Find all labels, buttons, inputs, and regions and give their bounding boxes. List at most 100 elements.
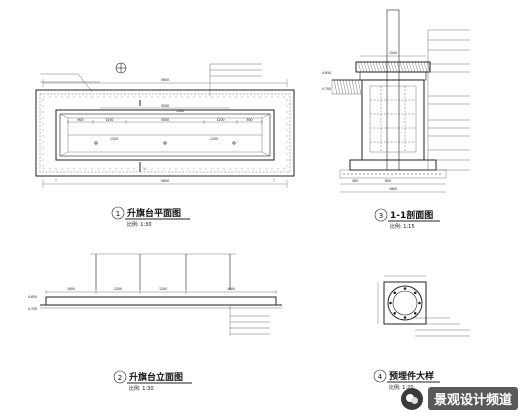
border-dot: [175, 96, 177, 98]
gravel-dot: [407, 173, 409, 175]
hatch-line: [339, 79, 344, 95]
hatch-line: [336, 79, 341, 95]
border-dot: [145, 96, 147, 98]
gravel-dot: [387, 173, 389, 175]
bolt-dot: [403, 287, 407, 290]
hatch-line: [414, 61, 419, 73]
flagpole-hole: [232, 141, 236, 145]
view-title: 升旗台立面图: [129, 371, 183, 383]
view-title: 升旗台平面图: [127, 207, 181, 219]
border-dot: [283, 96, 285, 98]
border-dot: [121, 168, 123, 170]
hatch-line: [423, 61, 428, 73]
dim-label: 900: [77, 118, 83, 122]
gravel-dot: [371, 173, 373, 175]
gravel-dot: [351, 173, 353, 175]
gravel-dot: [439, 173, 441, 175]
border-dot: [193, 96, 195, 98]
border-dot: [211, 96, 213, 98]
view-number: 3: [379, 212, 383, 220]
plan-bottom-dim: 5600: [161, 179, 169, 183]
border-dot: [181, 96, 183, 98]
border-dot: [163, 168, 165, 170]
gravel-dot: [411, 173, 413, 175]
hatch-line: [372, 61, 377, 73]
border-dot: [205, 96, 207, 98]
border-dot: [217, 96, 219, 98]
wechat-logo-icon: [400, 387, 423, 410]
view-number-circle: [373, 369, 387, 383]
hatch-line: [354, 79, 359, 95]
border-dot: [61, 168, 63, 170]
dim-label: 1600: [67, 287, 75, 291]
border-dot: [79, 96, 81, 98]
plan-note: 1200: [210, 137, 218, 141]
gravel-dot: [343, 173, 345, 175]
border-dot: [229, 168, 231, 170]
gravel-dot: [363, 173, 365, 175]
border-dot: [67, 96, 69, 98]
hatch-line: [366, 61, 371, 73]
section-mark: 1: [143, 167, 145, 171]
border-dot: [61, 96, 63, 98]
view-number: 4: [378, 373, 383, 381]
gravel-dot: [423, 173, 425, 175]
border-dot: [79, 168, 81, 170]
border-dot: [121, 96, 123, 98]
border-dot: [163, 96, 165, 98]
gravel-dot: [347, 173, 349, 175]
hatch-line: [345, 79, 350, 95]
border-dot: [211, 168, 213, 170]
bolt-dot: [389, 301, 392, 305]
border-dot: [91, 96, 93, 98]
elevation-label: 0.700: [28, 307, 37, 311]
border-dot: [145, 168, 147, 170]
bolt-dot: [418, 301, 421, 305]
border-dot: [199, 96, 201, 98]
elevation-label: 4.650: [322, 71, 331, 75]
section-dim: 1600: [389, 187, 397, 191]
border-dot: [97, 168, 99, 170]
border-dot: [247, 96, 249, 98]
view-number: 1: [116, 210, 120, 218]
gravel-dot: [415, 173, 417, 175]
border-dot: [49, 168, 51, 170]
hatch-line: [357, 61, 362, 73]
border-dot: [157, 168, 159, 170]
border-dot: [42, 153, 44, 155]
view-number-circle: [113, 370, 127, 384]
view-number-circle: [374, 208, 388, 222]
border-dot: [253, 96, 255, 98]
view-title: 1-1剖面图: [390, 209, 433, 221]
elevation-label: 4.650: [28, 295, 37, 299]
gravel-dot: [375, 173, 377, 175]
view-scale: 比例: 1:15: [390, 223, 415, 230]
border-dot: [151, 96, 153, 98]
plan-border-dots: [42, 96, 288, 170]
border-dot: [286, 141, 288, 143]
border-dot: [73, 168, 75, 170]
flagpole-hole: [94, 141, 98, 145]
section-dim: 400: [352, 179, 358, 183]
section-dim: 800: [385, 179, 391, 183]
border-dot: [265, 168, 267, 170]
border-dot: [265, 96, 267, 98]
border-dot: [127, 96, 129, 98]
border-dot: [42, 141, 44, 143]
border-dot: [42, 159, 44, 161]
border-dot: [73, 96, 75, 98]
gravel-dot: [359, 173, 361, 175]
gravel-dot: [395, 173, 397, 175]
border-dot: [241, 96, 243, 98]
view-title: 预埋件大样: [389, 370, 434, 382]
border-dot: [42, 135, 44, 137]
border-dot: [157, 96, 159, 98]
border-dot: [42, 123, 44, 125]
border-dot: [271, 96, 273, 98]
view-number: 2: [118, 374, 122, 382]
border-dot: [42, 99, 44, 101]
border-dot: [259, 96, 261, 98]
